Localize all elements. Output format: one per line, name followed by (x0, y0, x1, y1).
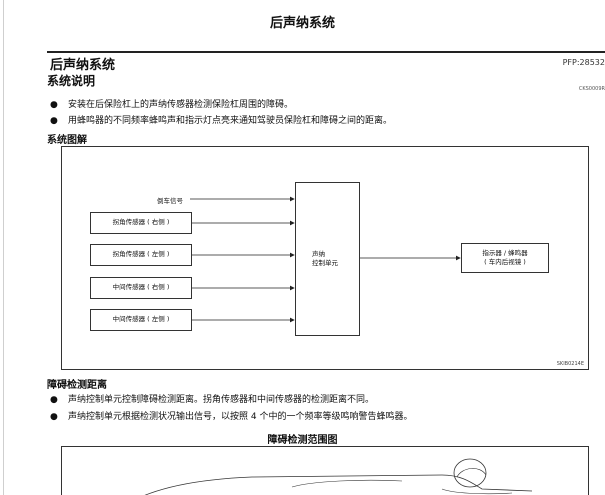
sensor-label: 拐角传感器 ( 左侧 ) (112, 250, 170, 259)
diagram-heading: 系统图解 (47, 135, 87, 146)
indicator-buzzer-box: 指示器 / 蜂鸣器 ( 车内后视镜 ) (461, 243, 549, 273)
bullet-text: 用蜂鸣器的不同频率蜂鸣声和指示灯点亮来通知驾驶员保险杠和障碍之间的距离。 (68, 116, 393, 126)
system-diagram: 倒车信号 拐角传感器 ( 右侧 ) 拐角传感器 ( 左侧 ) 中间传感器 ( 右… (61, 146, 589, 370)
section-title: 后声纳系统 (50, 58, 116, 73)
sonar-control-unit: 声纳 控制单元 (295, 182, 360, 336)
sensor-box-corner-left: 拐角传感器 ( 左侧 ) (90, 244, 192, 266)
bullet-dot: ● (50, 395, 58, 405)
description-bullet-2: ● 用蜂鸣器的不同频率蜂鸣声和指示灯点亮来通知驾驶员保险杠和障碍之间的距离。 (50, 113, 392, 126)
bullet-text: 声纳控制单元根据检测状况输出信号，以按照 4 个中的一个频率等级鸣响警告蜂鸣器。 (68, 412, 413, 422)
obstacle-bullet-2: ● 声纳控制单元根据检测状况输出信号，以按照 4 个中的一个频率等级鸣响警告蜂鸣器… (50, 409, 412, 422)
part-code: PFP:28532 (562, 58, 605, 67)
page-title: 后声纳系统 (269, 16, 335, 31)
description-bullet-1: ● 安装在后保险杠上的声纳传感器检测保险杠周围的障碍。 (50, 97, 293, 110)
diagram-connectors (190, 196, 461, 323)
range-figure-title: 障碍检测范围图 (267, 435, 338, 446)
bullet-dot: ● (50, 100, 58, 110)
sensor-box-center-left: 中间传感器 ( 左侧 ) (90, 309, 192, 331)
bullet-dot: ● (50, 412, 58, 422)
obstacle-bullet-1: ● 声纳控制单元控制障碍检测距离。拐角传感器和中间传感器的检测距离不同。 (50, 392, 374, 405)
control-unit-line-1: 声纳 (312, 249, 325, 258)
section-divider (47, 51, 605, 53)
description-heading: 系统说明 (47, 74, 96, 88)
bullet-text: 安装在后保险杠上的声纳传感器检测保险杠周围的障碍。 (68, 100, 294, 110)
sensor-box-center-right: 中间传感器 ( 右侧 ) (90, 277, 192, 299)
indicator-line-1: 指示器 / 蜂鸣器 (482, 248, 528, 257)
obstacle-heading: 障碍检测距离 (47, 380, 107, 391)
sensor-label: 中间传感器 ( 左侧 ) (112, 315, 170, 324)
indicator-line-2: ( 车内后视镜 ) (484, 258, 526, 266)
range-figure (61, 446, 589, 495)
vehicle-outline-illustration (144, 458, 533, 495)
sensor-label: 中间传感器 ( 右侧 ) (112, 283, 170, 292)
control-unit-label: 声纳 控制单元 (312, 250, 338, 268)
bullet-text: 声纳控制单元控制障碍检测距离。拐角传感器和中间传感器的检测距离不同。 (68, 395, 375, 405)
diagram-code: SKIB0214E (556, 361, 584, 367)
page-left-rule (3, 0, 4, 495)
control-unit-line-2: 控制单元 (312, 259, 338, 267)
reverse-signal-label: 倒车信号 (157, 197, 183, 205)
sensor-box-corner-right: 拐角传感器 ( 右侧 ) (90, 212, 192, 234)
indicator-label: 指示器 / 蜂鸣器 ( 车内后视镜 ) (482, 249, 527, 267)
bullet-dot: ● (50, 116, 58, 126)
sensor-label: 拐角传感器 ( 右侧 ) (112, 218, 170, 227)
description-code: CKS0009R (578, 86, 605, 92)
